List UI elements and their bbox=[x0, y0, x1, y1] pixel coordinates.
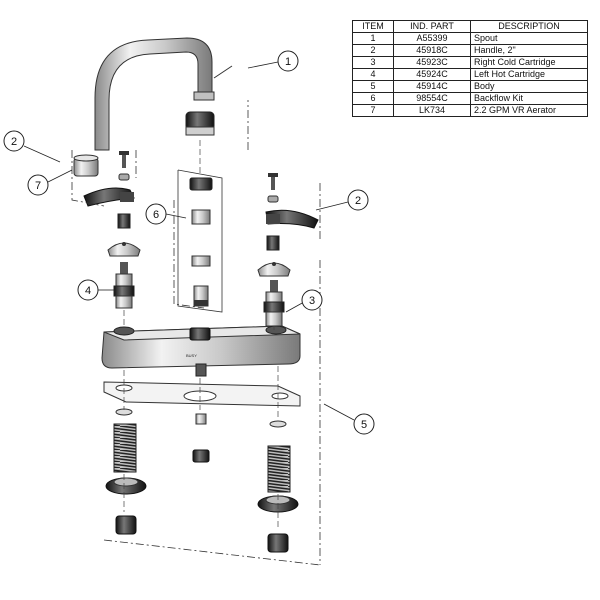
spout bbox=[94, 37, 233, 151]
part-description: 2.2 GPM VR Aerator bbox=[470, 104, 588, 117]
callout-2-left: 2 bbox=[3, 130, 25, 152]
svg-text:6: 6 bbox=[153, 209, 159, 221]
right-handle-screw bbox=[268, 173, 278, 190]
item-number: 3 bbox=[352, 56, 394, 69]
header-part: IND. PART bbox=[393, 20, 471, 33]
table-row: 3 45923C Right Cold Cartridge bbox=[352, 56, 588, 69]
right-bonnet bbox=[257, 262, 291, 277]
left-handle-screw bbox=[119, 151, 129, 168]
part-number: A55399 bbox=[393, 32, 471, 45]
item-number: 1 bbox=[352, 32, 394, 45]
part-description: Spout bbox=[470, 32, 588, 45]
center-nut bbox=[192, 449, 210, 463]
part-number: 45923C bbox=[393, 56, 471, 69]
svg-text:7: 7 bbox=[35, 180, 41, 192]
table-row: 6 98554C Backflow Kit bbox=[352, 92, 588, 105]
left-bonnet bbox=[107, 242, 141, 257]
parts-table: ITEM IND. PART DESCRIPTION 1 A55399 Spou… bbox=[352, 20, 588, 117]
center-axis-lines bbox=[123, 140, 279, 530]
table-row: 1 A55399 Spout bbox=[352, 32, 588, 45]
parts-table-header: ITEM IND. PART DESCRIPTION bbox=[352, 20, 588, 33]
aerator bbox=[73, 154, 99, 177]
center-washer bbox=[195, 413, 207, 425]
left-mounting-nut bbox=[105, 477, 147, 495]
backflow-kit bbox=[189, 177, 213, 307]
part-number: 45918C bbox=[393, 44, 471, 57]
item-number: 2 bbox=[352, 44, 394, 57]
part-number: 98554C bbox=[393, 92, 471, 105]
right-handle-adapter bbox=[266, 235, 280, 251]
table-row: 2 45918C Handle, 2" bbox=[352, 44, 588, 57]
table-row: 4 45924C Left Hot Cartridge bbox=[352, 68, 588, 81]
svg-text:2: 2 bbox=[355, 195, 361, 207]
item-number: 4 bbox=[352, 68, 394, 81]
svg-text:4: 4 bbox=[85, 285, 91, 297]
cold-cartridge bbox=[263, 280, 285, 327]
right-handle bbox=[265, 209, 319, 229]
part-description: Backflow Kit bbox=[470, 92, 588, 105]
left-shank bbox=[113, 423, 137, 473]
svg-text:2: 2 bbox=[11, 136, 17, 148]
table-row: 5 45914C Body bbox=[352, 80, 588, 93]
left-handle bbox=[83, 187, 135, 207]
hot-cartridge bbox=[113, 262, 135, 309]
callout-1: 1 bbox=[277, 50, 299, 72]
part-number: LK734 bbox=[393, 104, 471, 117]
callout-4: 4 bbox=[77, 279, 99, 301]
right-handle-cap bbox=[267, 195, 279, 203]
svg-text:1: 1 bbox=[285, 56, 291, 68]
part-number: 45914C bbox=[393, 80, 471, 93]
callout-6: 6 bbox=[145, 203, 167, 225]
right-washer bbox=[269, 420, 287, 428]
callout-leaders bbox=[23, 61, 355, 421]
body-brand: BUSY bbox=[186, 353, 197, 358]
callout-2-right: 2 bbox=[347, 189, 369, 211]
part-description: Body bbox=[470, 80, 588, 93]
item-number: 5 bbox=[352, 80, 394, 93]
callout-5: 5 bbox=[353, 413, 375, 435]
left-coupling-nut bbox=[115, 515, 137, 535]
gasket-plate bbox=[103, 381, 301, 407]
right-coupling-nut bbox=[267, 533, 289, 553]
right-shank bbox=[267, 445, 291, 493]
svg-text:3: 3 bbox=[309, 295, 315, 307]
header-description: DESCRIPTION bbox=[470, 20, 588, 33]
part-description: Handle, 2" bbox=[470, 44, 588, 57]
item-number: 7 bbox=[352, 104, 394, 117]
part-number: 45924C bbox=[393, 68, 471, 81]
item-number: 6 bbox=[352, 92, 394, 105]
assembly-lines bbox=[71, 100, 321, 566]
left-handle-adapter bbox=[117, 213, 131, 229]
left-handle-cap bbox=[118, 173, 130, 181]
body: BUSY bbox=[101, 325, 301, 377]
svg-text:5: 5 bbox=[361, 419, 367, 431]
part-description: Right Cold Cartridge bbox=[470, 56, 588, 69]
callout-7: 7 bbox=[27, 174, 49, 196]
table-row: 7 LK734 2.2 GPM VR Aerator bbox=[352, 104, 588, 117]
callout-3: 3 bbox=[301, 289, 323, 311]
header-item: ITEM bbox=[352, 20, 394, 33]
part-description: Left Hot Cartridge bbox=[470, 68, 588, 81]
spout-nut bbox=[185, 111, 215, 136]
